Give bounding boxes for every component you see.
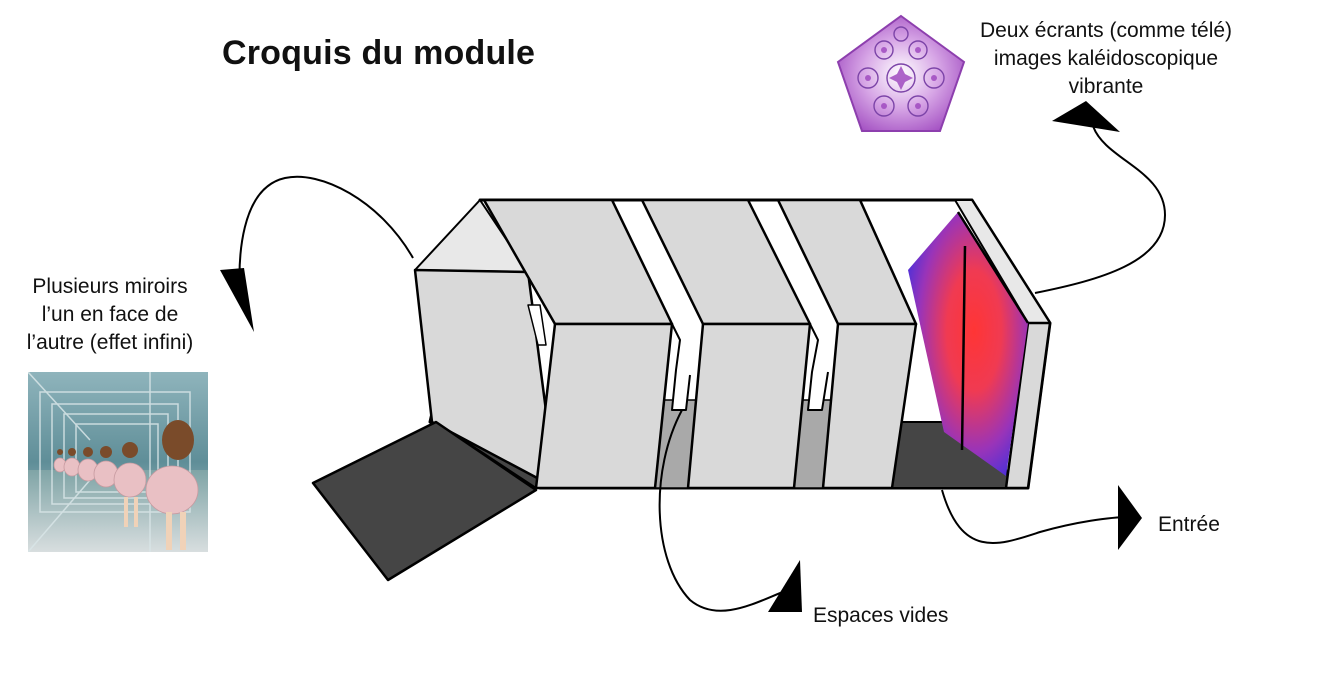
- diagram-title: Croquis du module: [222, 34, 536, 72]
- screens-label: Deux écrants (comme télé) images kaléido…: [940, 17, 1272, 101]
- arrow-entry: [941, 485, 1142, 550]
- arrow-empty-spaces: [658, 409, 802, 612]
- mirrors-label: Plusieurs miroirs l’un en face de l’autr…: [0, 273, 220, 357]
- mirrors-label-line: Plusieurs miroirs: [32, 275, 188, 298]
- mirrors-label-line: l’autre (effet infini): [26, 331, 194, 354]
- screens-label-line: vibrante: [1068, 75, 1144, 98]
- mirrors-label-line: l’un en face de: [41, 303, 179, 326]
- module-drawing: [311, 198, 1052, 582]
- entry-label: Entrée: [1158, 513, 1220, 536]
- empty-spaces-label: Espaces vides: [813, 604, 949, 627]
- arrow-screens: [1034, 101, 1167, 294]
- mirror-photo: [28, 372, 208, 552]
- kaleidoscope-image: [836, 14, 966, 132]
- screens-label-line: images kaléidoscopique: [993, 47, 1219, 70]
- screens-label-line: Deux écrants (comme télé): [979, 19, 1233, 42]
- arrow-mirrors: [220, 175, 414, 332]
